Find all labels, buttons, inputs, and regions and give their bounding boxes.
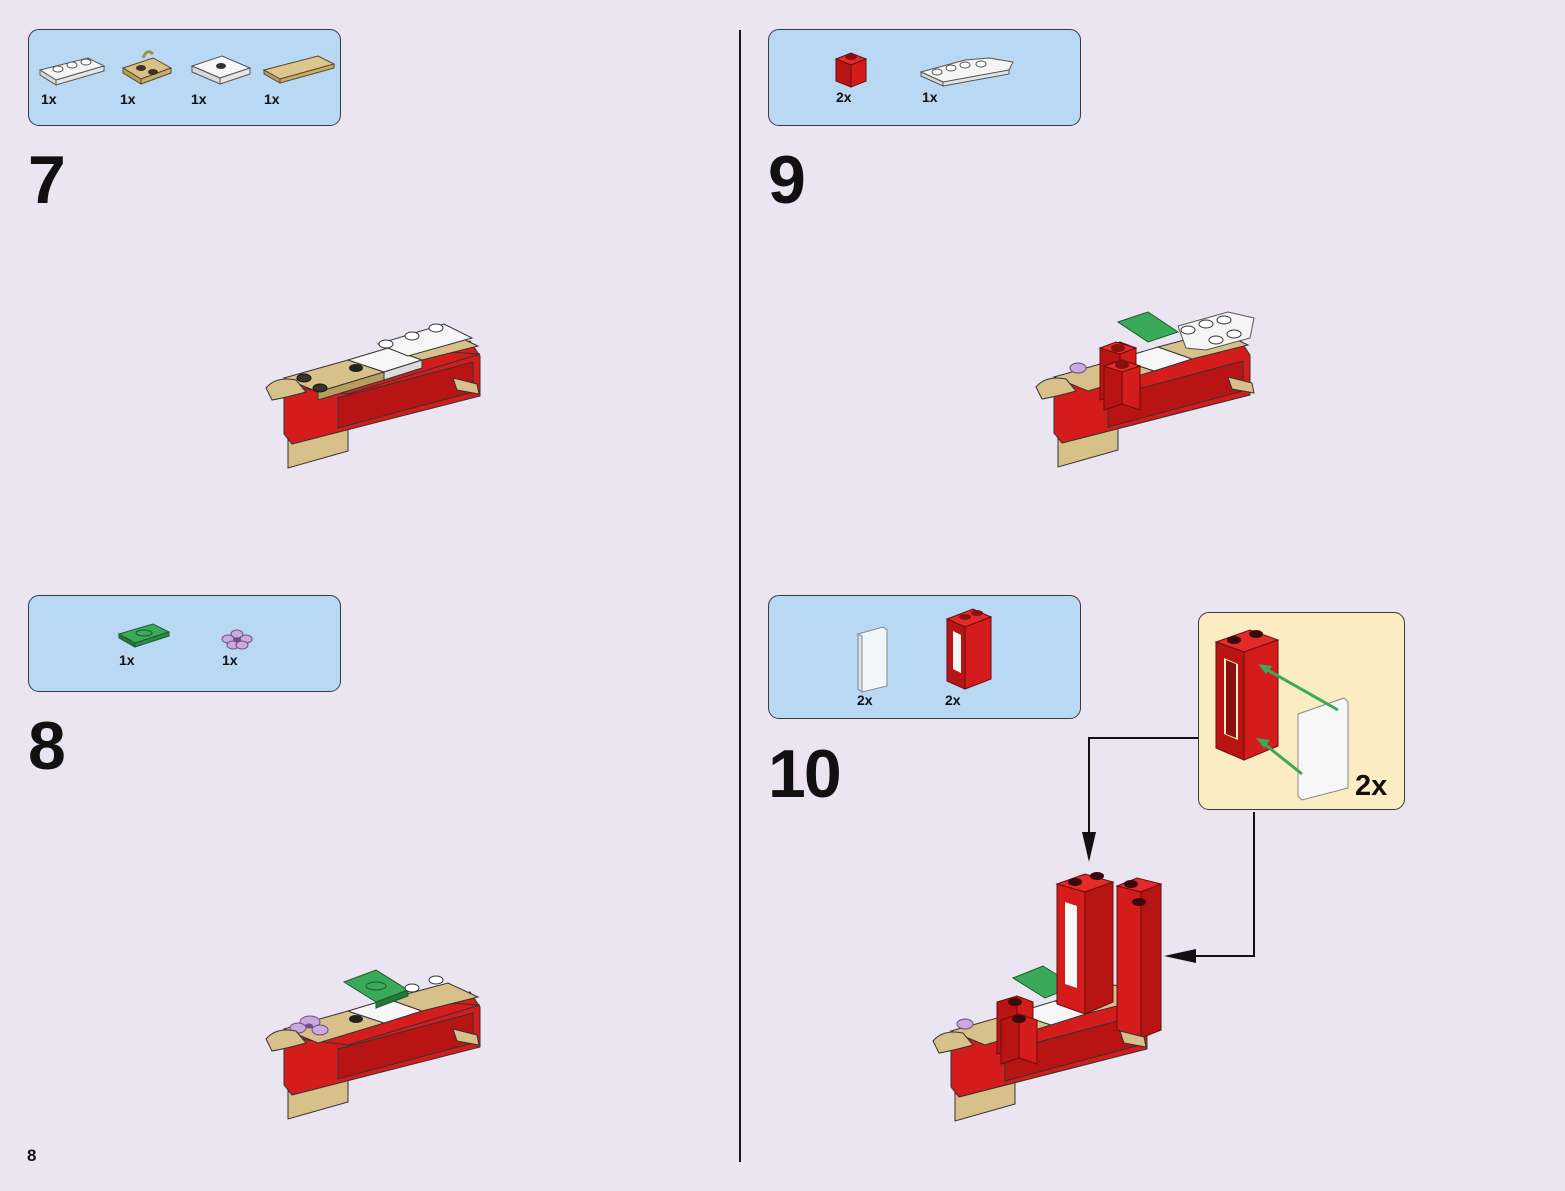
- step-8-number: 8: [28, 708, 66, 784]
- page-number: 8: [27, 1146, 37, 1165]
- step-9-part-2-qty: 1x: [922, 89, 938, 105]
- red-window-frame-icon: [945, 608, 993, 690]
- callout-frame-and-pane-illustration: [1214, 629, 1349, 801]
- tan-tile-icon: [262, 55, 336, 84]
- step-10-parts-box: [768, 595, 1081, 719]
- step-10-model-illustration: [932, 872, 1163, 1122]
- page-divider: [739, 30, 741, 1162]
- step-7-part-1-qty: 1x: [41, 91, 57, 107]
- step-7-number: 7: [28, 142, 66, 218]
- red-brick-1x1-icon: [834, 52, 868, 88]
- callout-arrows: [1082, 737, 1255, 963]
- transparent-glass-pane-icon: [857, 626, 888, 693]
- callout-qty: 2x: [1355, 770, 1388, 802]
- tan-handle-plate-icon: [121, 50, 173, 85]
- step-7-model-illustration: [265, 323, 481, 469]
- white-jumper-plate-icon: [190, 55, 252, 85]
- step-8-parts-box: [28, 595, 341, 692]
- step-10-part-2-qty: 2x: [945, 692, 961, 708]
- step-8-model-illustration: [265, 969, 481, 1120]
- step-8-part-1-qty: 1x: [119, 652, 135, 668]
- lavender-flower-icon: [221, 629, 253, 650]
- step-9-part-1-qty: 2x: [836, 89, 852, 105]
- white-plate-1x3-icon: [38, 57, 106, 86]
- step-7-part-2-qty: 1x: [120, 91, 136, 107]
- step-9-model-illustration: [1035, 311, 1255, 468]
- step-9-number: 9: [768, 142, 806, 218]
- step-10-number: 10: [768, 736, 842, 812]
- step-7-part-4-qty: 1x: [264, 91, 280, 107]
- white-wedge-plate-icon: [919, 57, 1014, 87]
- green-tile-icon: [117, 623, 171, 648]
- step-8-part-2-qty: 1x: [222, 652, 238, 668]
- step-7-part-3-qty: 1x: [191, 91, 207, 107]
- step-10-part-1-qty: 2x: [857, 692, 873, 708]
